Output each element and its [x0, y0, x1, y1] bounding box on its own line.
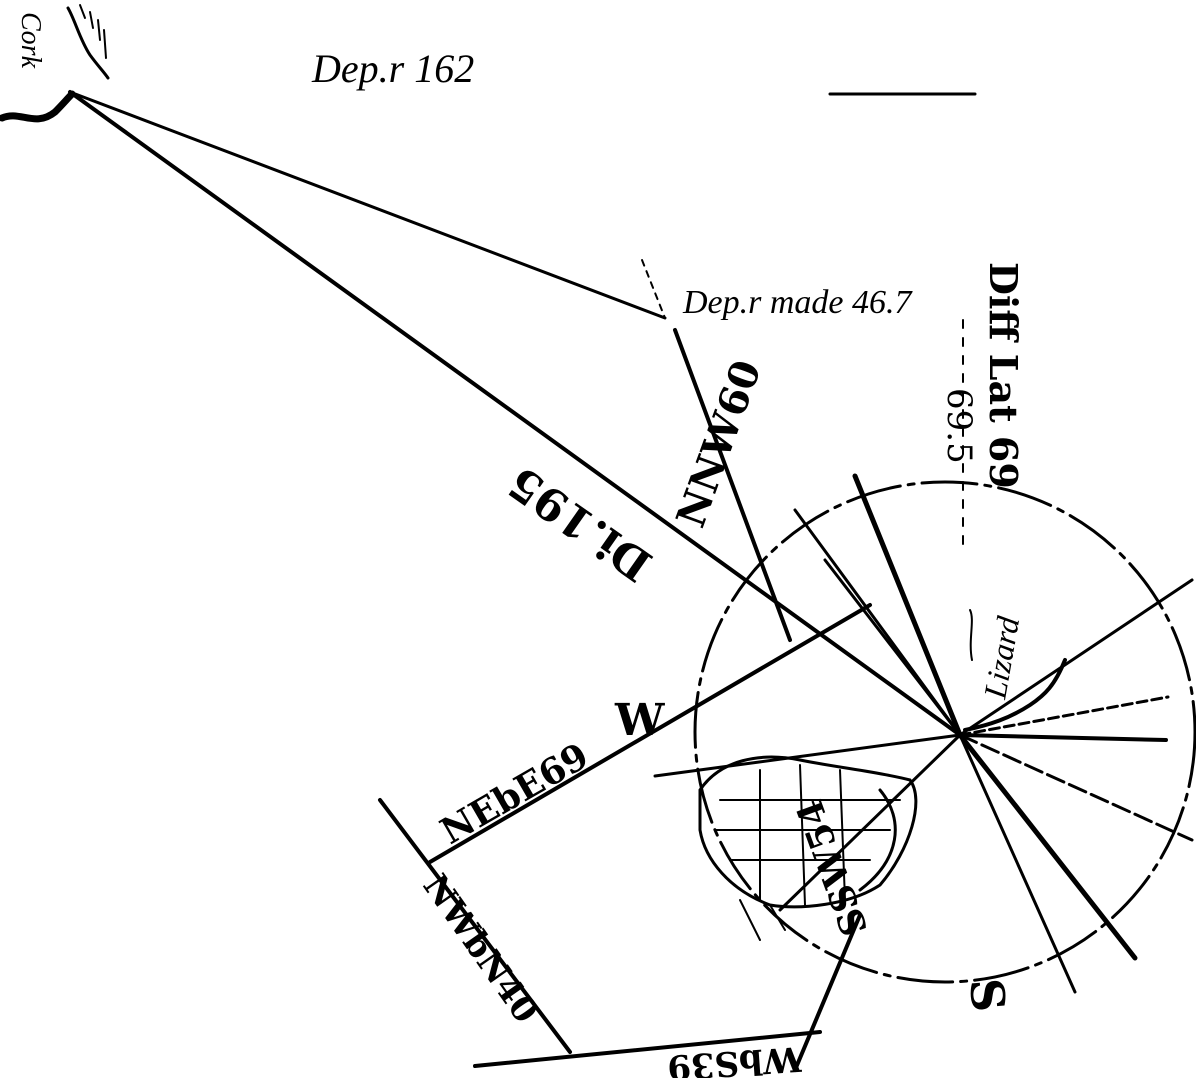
value-69-5-label: 69.5 [939, 388, 979, 464]
nebe69-label: NEbE69 [434, 735, 596, 853]
w-label: W [614, 695, 665, 746]
course-line-nwbn40 [378, 798, 572, 1054]
cork-coastline [0, 4, 110, 123]
lizard-label: Lizard [976, 613, 1026, 702]
compass-circle [693, 480, 1196, 984]
ship-illustration [698, 755, 918, 941]
course-line-nnw60 [673, 328, 792, 642]
nnw60-label: NNW60 [667, 354, 771, 533]
s-label: S [959, 976, 1016, 1014]
departure-162-label: Dep.r 162 [311, 46, 474, 91]
ssw54-label: SSW54 [789, 794, 877, 942]
departure-made-label: Dep.r made 46.7 [682, 284, 914, 321]
lizard-coast [963, 609, 1067, 732]
line-cork-to-dep-made [68, 90, 667, 320]
course-line-nebe69 [428, 603, 872, 864]
course-line-ssw54 [793, 913, 862, 1072]
course-line-wbs39 [473, 1030, 822, 1068]
diff-lat-label: Diff Lat 69 [981, 262, 1026, 489]
cork-label: Cork [15, 12, 46, 69]
compass-rhumb-lines [653, 473, 1194, 994]
nwbn40-label: NWbN40 [415, 867, 546, 1030]
line-cork-to-lizard-distance [68, 90, 962, 737]
dep-made-tick [641, 259, 666, 319]
distance-195-label: Di.195 [499, 456, 661, 591]
